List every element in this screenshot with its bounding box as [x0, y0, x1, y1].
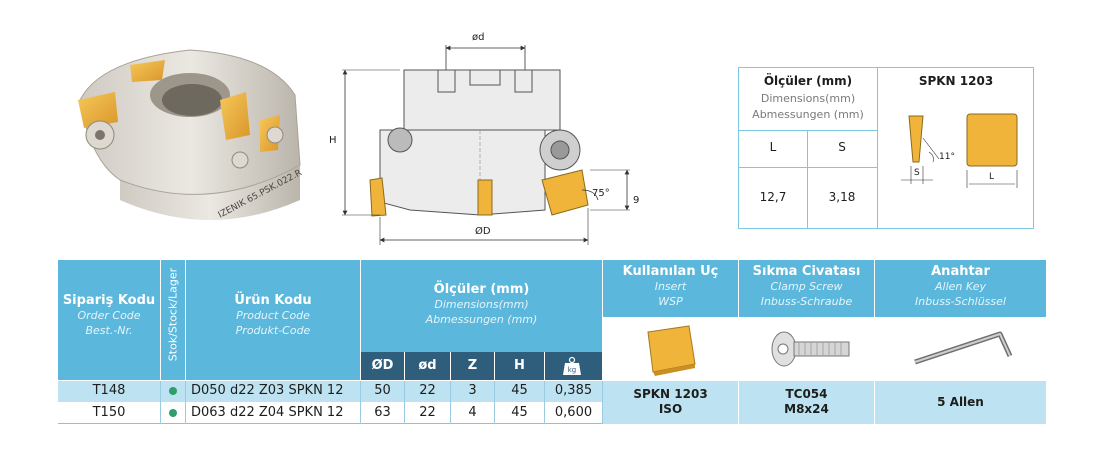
order-code: T150: [92, 405, 126, 420]
product-code: D063 d22 Z04 SPKN 12: [191, 405, 344, 420]
h-value: 45: [511, 383, 528, 398]
header-product-code: Ürün Kodu Product Code Produkt-Code: [234, 293, 312, 338]
insert-drawing: 11° S L: [889, 104, 1029, 224]
bore-value: 22: [419, 383, 436, 398]
weight-icon: kg: [561, 356, 583, 376]
z-value: 4: [468, 405, 477, 420]
key-value: 5 Allen: [937, 395, 984, 409]
insert-L-label: L: [989, 172, 995, 182]
dimbox-val-S: 3,18: [828, 190, 856, 204]
cutter-product-image: IZENIK 65.PSK.022.R: [70, 40, 310, 240]
insert-standard: ISO: [658, 402, 683, 416]
od-value: 63: [374, 405, 391, 420]
stock-dot: [169, 409, 177, 417]
h-value: 45: [511, 405, 528, 420]
dimbox-subtitle-en: Dimensions(mm): [760, 92, 856, 105]
dimbox-title: Ölçüler (mm): [763, 74, 853, 88]
insert-angle-label: 11°: [939, 152, 955, 162]
technical-drawing: ød H ØD 75° 9: [320, 30, 650, 245]
col-od: ød: [418, 358, 437, 373]
key-value-cell: 5 Allen: [875, 381, 1046, 424]
bore-value: 22: [419, 405, 436, 420]
col-OD: ØD: [371, 358, 394, 373]
clamp-screw-image: [739, 318, 874, 380]
weight-value: 0,385: [554, 383, 593, 398]
col-H: H: [514, 358, 525, 373]
screw-code: TC054: [785, 387, 828, 401]
dimbox-col-S: S: [838, 140, 846, 154]
col-Z: Z: [467, 358, 478, 373]
weight-value: 0,600: [554, 405, 593, 420]
screw-size: M8x24: [784, 402, 829, 416]
dim-od-label: ød: [472, 32, 485, 43]
insert-value: SPKN 1203: [633, 387, 708, 401]
dimbox-val-L: 12,7: [759, 190, 787, 204]
header-stock: Stok/Stock/Lager: [166, 267, 180, 362]
dimbox-subtitle-de: Abmessungen (mm): [752, 108, 864, 121]
insert-image: [603, 318, 738, 380]
dim-OD-label: ØD: [475, 226, 491, 237]
table-row: [58, 381, 603, 402]
allen-key-image: [875, 318, 1046, 380]
dimbox-col-L: L: [769, 140, 777, 154]
header-screw: Sıkma Civatası Clamp Screw Inbuss-Schrau…: [752, 264, 861, 309]
svg-text:kg: kg: [568, 366, 577, 374]
header-insert: Kullanılan Uç Insert WSP: [622, 264, 719, 309]
header-order-code: Sipariş Kodu Order Code Best.-Nr.: [62, 293, 156, 338]
order-code: T148: [92, 383, 126, 398]
dim-h-label: H: [329, 135, 337, 146]
insert-S-label: S: [914, 168, 920, 178]
insert-dimension-box: Ölçüler (mm) Dimensions(mm) Abmessungen …: [738, 67, 1034, 229]
header-key: Anahtar Allen Key Inbuss-Schlüssel: [915, 264, 1006, 309]
table-row: [58, 403, 603, 424]
product-code: D050 d22 Z03 SPKN 12: [191, 383, 344, 398]
dimbox-insert-title: SPKN 1203: [918, 74, 994, 88]
dim-9-label: 9: [633, 195, 640, 206]
od-value: 50: [374, 383, 391, 398]
header-dimensions: Ölçüler (mm) Dimensions(mm) Abmessungen …: [425, 282, 538, 327]
z-value: 3: [468, 383, 477, 398]
dim-angle-label: 75°: [592, 188, 610, 199]
insert-value-cell: SPKN 1203 ISO: [603, 381, 738, 424]
screw-value-cell: TC054 M8x24: [739, 381, 874, 424]
stock-dot: [169, 387, 177, 395]
